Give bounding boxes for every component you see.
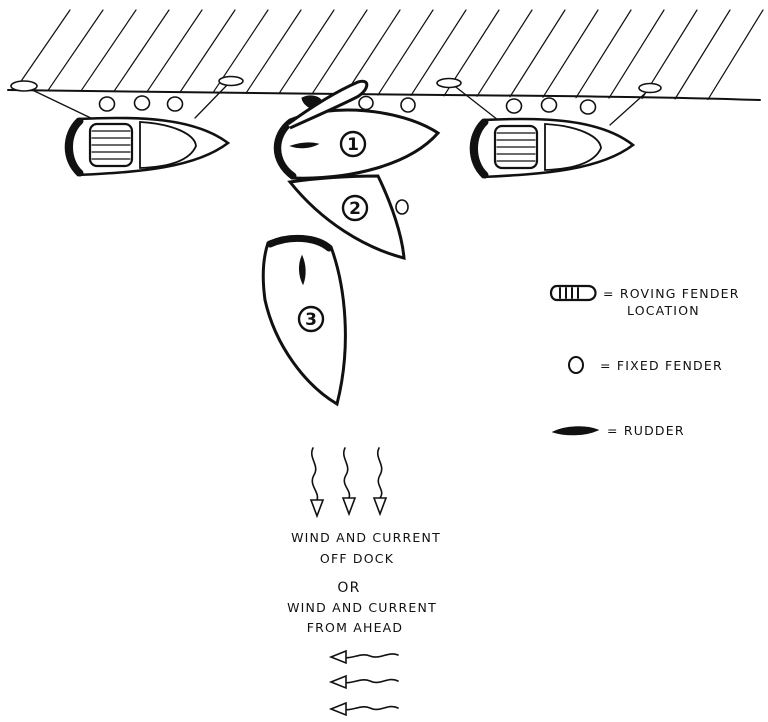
moored-boat-right: [437, 79, 661, 178]
cleat: [639, 84, 661, 93]
legend-roving-label: = ROVING FENDER: [603, 286, 740, 301]
wavy-arrow-left-icon: [331, 676, 398, 688]
wavy-arrow-down-icon: [343, 448, 355, 514]
rudder-icon: [553, 427, 598, 435]
wavy-arrow-left-icon: [331, 651, 398, 663]
dock-hatch-line: [81, 10, 136, 91]
fixed-fender: [168, 97, 183, 111]
cleat: [437, 79, 461, 88]
legend: = ROVING FENDER LOCATION = FIXED FENDER …: [551, 286, 740, 438]
dock-hatch-line: [48, 10, 103, 90]
wind-arrows-from-ahead: [331, 651, 398, 715]
boat-position-1: 1: [275, 81, 438, 178]
dock-hatch-line: [114, 10, 169, 91]
dock-hatch-line: [543, 10, 598, 97]
mooring-line: [452, 84, 498, 120]
dock-hatch-line: [147, 10, 202, 92]
position-number: 2: [349, 199, 361, 219]
dock-hatch-line: [246, 10, 301, 93]
mooring-line: [195, 82, 230, 118]
wind-arrows-off-dock: [311, 448, 386, 516]
legend-rudder: = RUDDER: [553, 423, 685, 438]
fixed-fender: [396, 200, 408, 214]
wind-label-line4: FROM AHEAD: [307, 620, 404, 635]
legend-fixed-label: = FIXED FENDER: [600, 358, 723, 373]
wavy-arrow-down-icon: [311, 448, 323, 516]
legend-fixed-fender: = FIXED FENDER: [569, 357, 723, 373]
fixed-fender: [507, 99, 522, 113]
legend-roving-fender: = ROVING FENDER LOCATION: [551, 286, 740, 318]
legend-rudder-label: = RUDDER: [607, 423, 685, 438]
cleat: [219, 77, 243, 86]
mooring-line: [26, 87, 95, 120]
dock-hatch-line: [345, 10, 400, 95]
fixed-fender: [542, 98, 557, 112]
dock-hatch-line: [675, 10, 730, 99]
dock-hatch-line: [378, 10, 433, 95]
wind-label-line1: WIND AND CURRENT: [291, 530, 441, 545]
roving-fender-icon: [551, 286, 596, 300]
wavy-arrow-left-icon: [331, 703, 398, 715]
fixed-fender-icon: [569, 357, 583, 373]
boat-position-3: 3: [263, 237, 345, 404]
fixed-fender: [401, 98, 415, 112]
fixed-fender: [581, 100, 596, 114]
legend-roving-label-2: LOCATION: [627, 303, 700, 318]
fixed-fender: [359, 97, 373, 110]
wind-label-line2: OFF DOCK: [320, 551, 394, 566]
wavy-arrow-down-icon: [374, 448, 386, 514]
wind-label-or: OR: [337, 580, 360, 596]
wind-label: WIND AND CURRENT OFF DOCK OR WIND AND CU…: [287, 530, 441, 635]
position-number: 1: [347, 135, 359, 155]
dock-hatch-line: [15, 10, 70, 90]
cleat: [11, 81, 37, 91]
position-number: 3: [305, 310, 317, 330]
dock-hatch-line: [279, 10, 334, 94]
dock-hatch-line: [576, 10, 631, 98]
dock-hatch-line: [510, 10, 565, 97]
mooring-line: [610, 89, 650, 125]
fixed-fender: [135, 96, 150, 110]
maneuvering-boat: 3 2 1: [263, 81, 438, 404]
dock-hatch-line: [477, 10, 532, 96]
dock-hatch-line: [708, 10, 763, 99]
wind-label-line3: WIND AND CURRENT: [287, 600, 437, 615]
fixed-fender: [100, 97, 115, 111]
